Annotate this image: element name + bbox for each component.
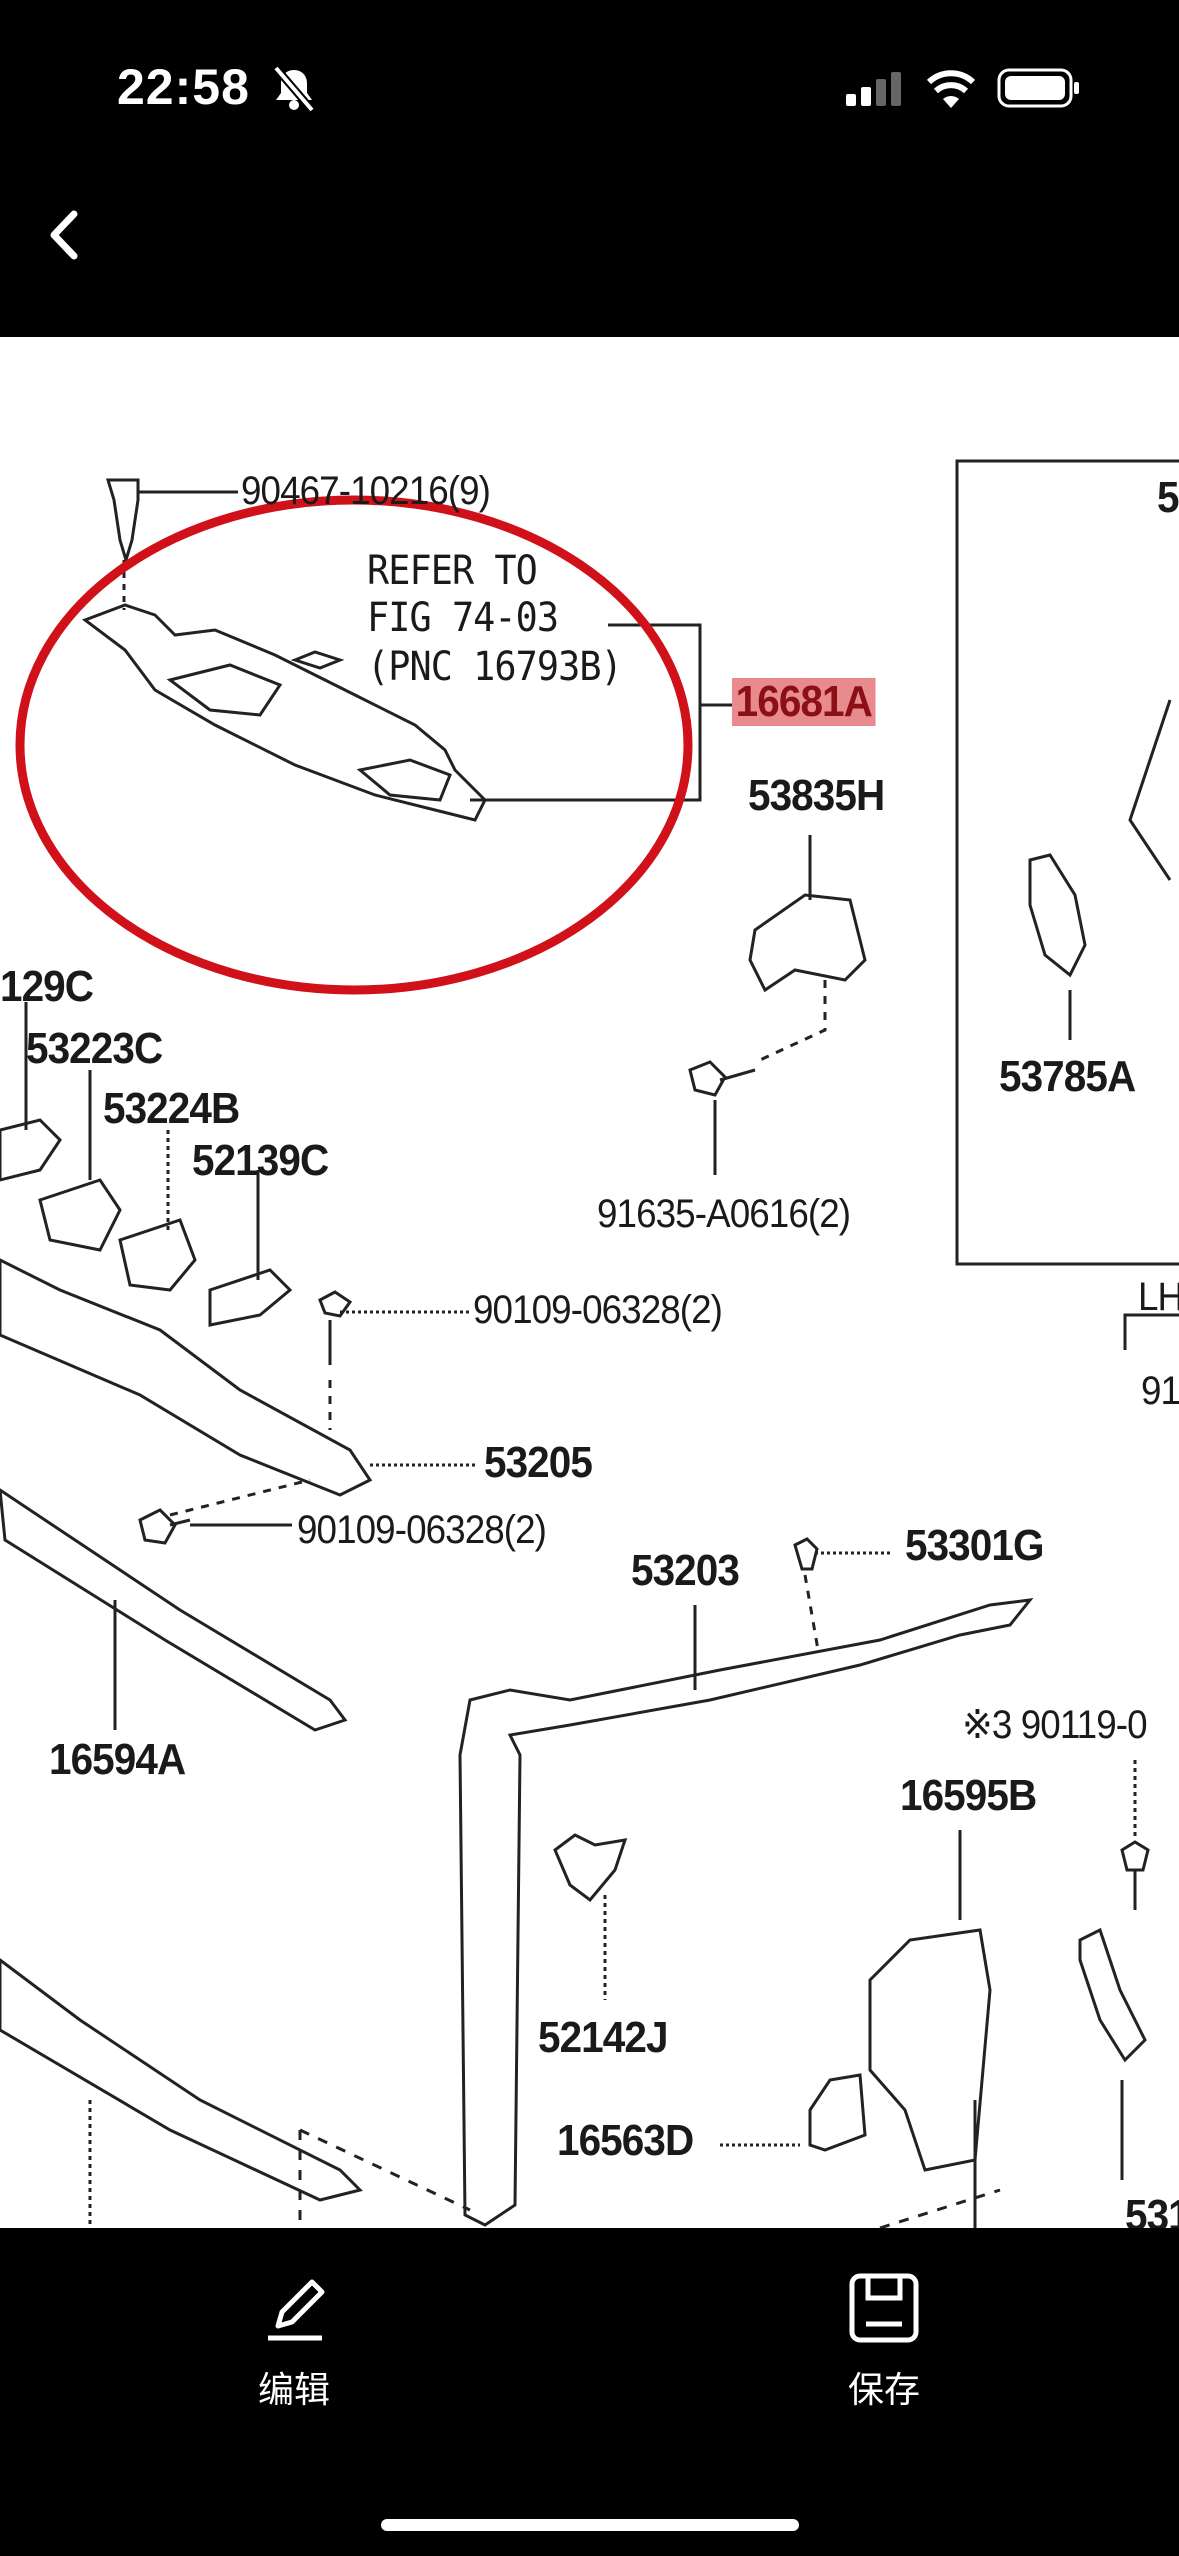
- part-label[interactable]: 16563D: [557, 2116, 694, 2165]
- part-label[interactable]: 52142J: [538, 2013, 668, 2062]
- part-label[interactable]: 53785A: [999, 1052, 1136, 1101]
- note-text: FIG 74-03: [367, 595, 559, 641]
- part-label[interactable]: 5: [1157, 473, 1179, 522]
- part-label[interactable]: 5317: [1125, 2191, 1179, 2229]
- part-label[interactable]: 16595B: [900, 1771, 1037, 1820]
- highlighted-part-label[interactable]: 16681A: [732, 678, 876, 726]
- part-label[interactable]: 53224B: [103, 1084, 240, 1133]
- floppy-disk-icon: [849, 2273, 919, 2343]
- battery-icon: [997, 68, 1079, 108]
- part-label[interactable]: 52139C: [192, 1136, 329, 1185]
- note-text: REFER TO: [367, 548, 538, 594]
- save-button[interactable]: 保存: [804, 2268, 964, 2411]
- note-text: (PNC 16793B): [367, 644, 623, 690]
- part-label[interactable]: 53205: [484, 1438, 593, 1487]
- bolt-part: [688, 1060, 756, 1097]
- side-label: LH: [1138, 1275, 1179, 1319]
- back-button[interactable]: [38, 200, 88, 270]
- part-label[interactable]: ※3 90119-0: [962, 1703, 1148, 1747]
- part-label[interactable]: 53203: [631, 1546, 740, 1595]
- part-label[interactable]: 53835H: [748, 771, 885, 820]
- edit-label: 编辑: [257, 2370, 330, 2411]
- bracket-part: [748, 893, 867, 993]
- part-label[interactable]: 53301G: [905, 1521, 1044, 1570]
- part-label[interactable]: 90109-06328(2): [473, 1288, 723, 1332]
- signal-icon: [846, 72, 901, 106]
- wifi-icon: [926, 70, 976, 108]
- part-label[interactable]: 90109-06328(2): [297, 1508, 547, 1552]
- nav-bar: [0, 170, 1179, 337]
- chevron-left-icon: [50, 210, 78, 260]
- part-label[interactable]: 90467-10216(9): [241, 469, 491, 513]
- part-label[interactable]: 91: [1141, 1369, 1179, 1413]
- image-viewer[interactable]: 90467-10216(9) REFER TO FIG 74-03 (PNC 1…: [0, 337, 1179, 2228]
- clip-part: [105, 478, 140, 566]
- part-label[interactable]: 53223C: [26, 1024, 163, 1073]
- save-label: 保存: [847, 2370, 920, 2411]
- home-indicator[interactable]: [381, 2519, 799, 2531]
- part-label[interactable]: 91635-A0616(2): [597, 1192, 851, 1236]
- edit-button[interactable]: 编辑: [214, 2268, 374, 2411]
- bottom-toolbar: 编辑 保存: [0, 2228, 1179, 2556]
- engine-under-cover-part: [81, 603, 487, 822]
- red-highlight-circle: [15, 495, 693, 995]
- part-label[interactable]: 129C: [0, 962, 94, 1011]
- radiator-support-upper-part: [0, 1258, 373, 1497]
- pencil-icon: [268, 2279, 325, 2341]
- status-time: 22:58: [117, 59, 250, 115]
- part-label[interactable]: 16594A: [49, 1735, 186, 1784]
- status-bar: 22:58: [0, 0, 1179, 170]
- parts-diagram: [0, 459, 1179, 2228]
- bell-slash-icon: [272, 66, 316, 112]
